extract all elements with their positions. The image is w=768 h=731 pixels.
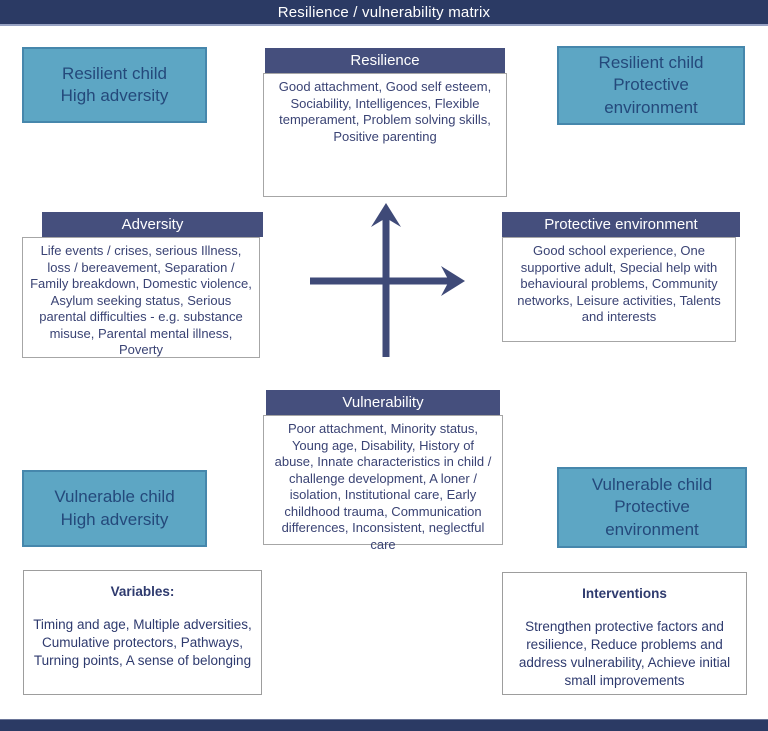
quadrant-label: Resilient child Protective environment [598,52,704,117]
note-interventions-title: Interventions [582,586,667,601]
note-variables-body: Timing and age, Multiple adversities, Cu… [33,617,252,668]
panel-protective-environment: Protective environment Good school exper… [502,212,740,342]
panel-resilience-title: Resilience [265,48,505,73]
panel-adversity-title: Adversity [42,212,263,237]
quadrant-resilient-protective-environment: Resilient child Protective environment [557,46,745,125]
panel-vulnerability-body: Poor attachment, Minority status, Young … [263,415,503,552]
quadrant-label: Resilient child High adversity [60,63,169,105]
page-title: Resilience / vulnerability matrix [277,3,491,21]
note-interventions: Interventions Strengthen protective fact… [502,572,747,695]
quadrant-vulnerable-high-adversity: Vulnerable child High adversity [22,470,207,547]
panel-adversity-body: Life events / crises, serious Illness, l… [22,237,260,358]
quadrant-label: Vulnerable child High adversity [54,487,175,529]
axes-cross-icon [310,203,465,357]
panel-adversity: Adversity Life events / crises, serious … [22,212,263,358]
quadrant-label: Vulnerable child Protective environment [591,474,713,539]
note-variables-title: Variables: [110,584,175,599]
right-arrowhead-icon [441,266,465,296]
title-bar: Resilience / vulnerability matrix [0,0,768,26]
note-interventions-body: Strengthen protective factors and resili… [518,619,731,688]
quadrant-resilient-high-adversity: Resilient child High adversity [22,47,207,123]
panel-protective-environment-title: Protective environment [502,212,740,237]
up-arrowhead-icon [371,203,401,227]
panel-protective-environment-body: Good school experience, One supportive a… [502,237,736,342]
panel-resilience-body: Good attachment, Good self esteem, Socia… [263,73,507,197]
note-variables: Variables: Timing and age, Multiple adve… [23,570,262,695]
panel-vulnerability-title: Vulnerability [266,390,500,415]
panel-resilience: Resilience Good attachment, Good self es… [263,48,507,197]
panel-vulnerability: Vulnerability Poor attachment, Minority … [263,390,503,552]
quadrant-vulnerable-protective-environment: Vulnerable child Protective environment [557,467,747,548]
footer-bar [0,719,768,731]
